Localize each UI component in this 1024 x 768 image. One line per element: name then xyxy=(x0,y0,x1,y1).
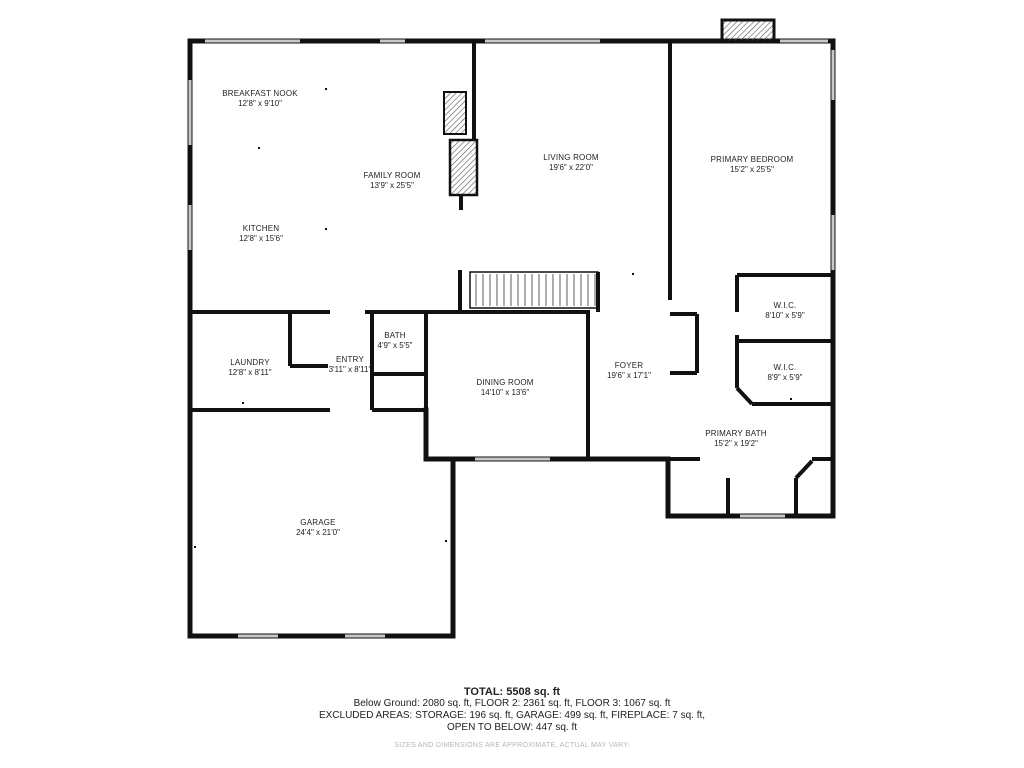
room-wic-2: W.I.C. 8'9" x 5'9" xyxy=(768,363,803,383)
room-name: BREAKFAST NOOK xyxy=(222,89,298,98)
room-primary-bath: PRIMARY BATH 15'2" x 19'2" xyxy=(705,429,767,449)
room-name: DINING ROOM xyxy=(476,378,534,387)
room-dimensions: 12'8" x 15'6" xyxy=(239,234,283,243)
room-name: LIVING ROOM xyxy=(543,153,599,162)
door-markers xyxy=(194,88,792,548)
room-name: LAUNDRY xyxy=(230,358,270,367)
open-to-below: OPEN TO BELOW: 447 sq. ft xyxy=(446,722,578,733)
room-dimensions: 15'2" x 19'2" xyxy=(714,439,758,448)
room-dimensions: 3'11" x 8'11" xyxy=(328,365,372,374)
room-dimensions: 24'4" x 21'0" xyxy=(296,528,340,537)
fireplaces xyxy=(443,18,776,197)
staircase xyxy=(469,271,599,309)
room-dimensions: 15'2" x 25'5" xyxy=(730,165,774,174)
room-dimensions: 19'6" x 17'1" xyxy=(607,371,651,380)
room-entry: ENTRY 3'11" x 8'11" xyxy=(329,355,372,375)
room-name: KITCHEN xyxy=(242,224,280,233)
room-living-room: LIVING ROOM 19'6" x 22'0" xyxy=(543,153,599,173)
stair-treads xyxy=(475,274,596,306)
room-dimensions: 14'10" x 13'6" xyxy=(480,388,530,397)
room-name: FAMILY ROOM xyxy=(363,171,421,180)
room-name: W.I.C. xyxy=(773,363,797,372)
room-name: W.I.C. xyxy=(773,301,797,310)
room-dimensions: 13'9" x 25'5" xyxy=(370,181,414,190)
area-summary: TOTAL: 5508 sq. ft Below Ground: 2080 sq… xyxy=(0,686,1024,734)
excluded-areas: EXCLUDED AREAS: STORAGE: 196 sq. ft, GAR… xyxy=(318,710,706,721)
room-bath: BATH 4'9" x 5'5" xyxy=(378,331,413,351)
room-foyer: FOYER 19'6" x 17'1" xyxy=(607,361,651,381)
room-dimensions: 8'10" x 5'9" xyxy=(765,311,805,320)
room-name: ENTRY xyxy=(336,355,364,364)
room-garage: GARAGE 24'4" x 21'0" xyxy=(296,518,340,538)
room-dimensions: 12'8" x 9'10" xyxy=(238,99,282,108)
room-name: PRIMARY BEDROOM xyxy=(710,155,794,164)
room-family-room: FAMILY ROOM 13'9" x 25'5" xyxy=(363,171,420,191)
floor-areas: Below Ground: 2080 sq. ft, FLOOR 2: 2361… xyxy=(353,698,671,709)
room-dining-room: DINING ROOM 14'10" x 13'6" xyxy=(476,378,533,398)
room-breakfast-nook: BREAKFAST NOOK 12'8" x 9'10" xyxy=(222,89,298,109)
windows xyxy=(188,39,835,638)
room-dimensions: 12'8" x 8'11" xyxy=(228,368,272,377)
room-laundry: LAUNDRY 12'8" x 8'11" xyxy=(228,358,271,378)
room-dimensions: 4'9" x 5'5" xyxy=(377,341,413,350)
total-area: TOTAL: 5508 sq. ft xyxy=(463,686,561,698)
room-wic-1: W.I.C. 8'10" x 5'9" xyxy=(765,301,804,321)
room-dimensions: 8'9" x 5'9" xyxy=(767,373,803,382)
room-name: GARAGE xyxy=(300,518,336,527)
room-dimensions: 19'6" x 22'0" xyxy=(549,163,593,172)
disclaimer: SIZES AND DIMENSIONS ARE APPROXIMATE, AC… xyxy=(394,742,630,749)
room-name: FOYER xyxy=(614,361,644,370)
room-kitchen: KITCHEN 12'8" x 15'6" xyxy=(239,224,283,244)
room-name: BATH xyxy=(384,331,406,340)
room-name: PRIMARY BATH xyxy=(705,429,767,438)
room-primary-bedroom: PRIMARY BEDROOM 15'2" x 25'5" xyxy=(711,155,794,175)
